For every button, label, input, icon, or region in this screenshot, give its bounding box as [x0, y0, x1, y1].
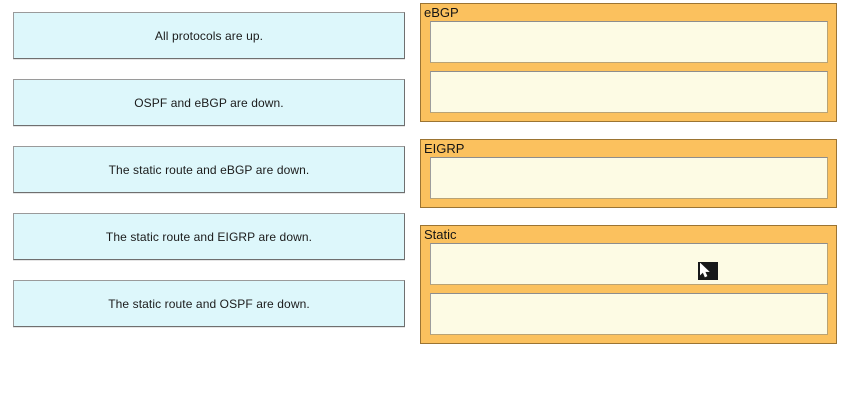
option-box-3[interactable]: The static route and eBGP are down. [13, 146, 405, 193]
option-label: The static route and OSPF are down. [108, 296, 310, 311]
option-label: OSPF and eBGP are down. [134, 95, 284, 110]
drop-panel-ebgp[interactable]: eBGP [420, 3, 837, 122]
option-label: All protocols are up. [154, 28, 264, 43]
drop-panel-title: eBGP [424, 5, 459, 20]
drop-targets-list: eBGP EIGRP Static [420, 3, 837, 361]
option-box-5[interactable]: The static route and OSPF are down. [13, 280, 405, 327]
drop-slot[interactable] [430, 157, 828, 199]
drop-panel-static[interactable]: Static [420, 225, 837, 344]
drop-slot[interactable] [430, 243, 828, 285]
option-label: The static route and eBGP are down. [108, 162, 310, 177]
drop-slot[interactable] [430, 293, 828, 335]
drop-slot[interactable] [430, 71, 828, 113]
drop-slot[interactable] [430, 21, 828, 63]
option-label: The static route and EIGRP are down. [105, 229, 313, 244]
drop-panel-title: EIGRP [424, 141, 465, 156]
drop-panel-eigrp[interactable]: EIGRP [420, 139, 837, 208]
answer-options-list: All protocols are up. OSPF and eBGP are … [13, 12, 405, 347]
option-box-1[interactable]: All protocols are up. [13, 12, 405, 59]
drop-panel-title: Static [424, 227, 457, 242]
option-box-4[interactable]: The static route and EIGRP are down. [13, 213, 405, 260]
option-box-2[interactable]: OSPF and eBGP are down. [13, 79, 405, 126]
